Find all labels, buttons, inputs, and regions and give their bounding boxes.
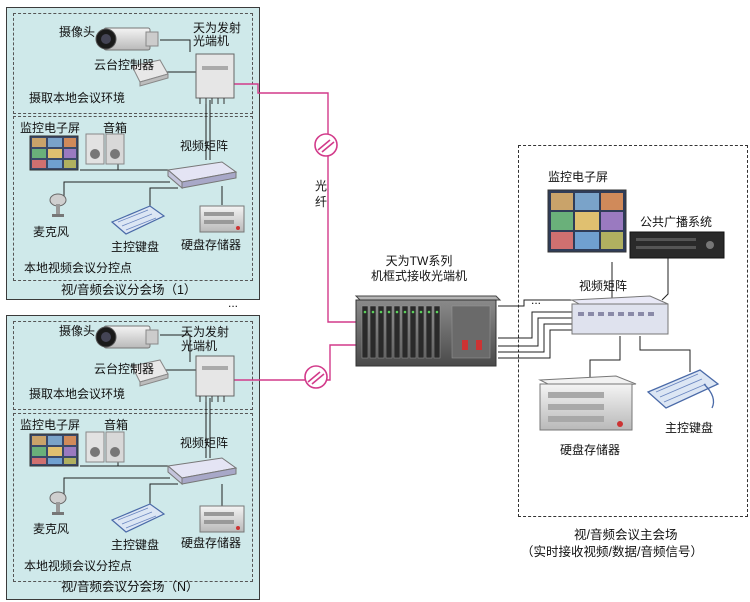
- monitor-wall-icon: [29, 433, 79, 467]
- branchn-title: 视/音频会议分会场（N）: [61, 580, 199, 594]
- camera-icon: [95, 27, 159, 51]
- main-storage-label: 硬盘存储器: [560, 443, 621, 457]
- control-area-box-n: [13, 413, 253, 582]
- branchn-mic-label: 麦克风: [33, 522, 70, 536]
- branchn-monitor-label: 监控电子屏: [20, 418, 81, 432]
- branch1-monitor-label: 监控电子屏: [20, 121, 81, 135]
- video-matrix-icon: [166, 161, 238, 190]
- branchn-keyboard-label: 主控键盘: [111, 538, 160, 552]
- branchn-ptz-label: 云台控制器: [94, 362, 155, 376]
- main-venue-box: [518, 145, 748, 517]
- main-broadcast-label: 公共广播系统: [640, 215, 713, 229]
- main-venue-title: 视/音频会议主会场: [574, 528, 678, 542]
- branchn-capture-area-label: 摄取本地会议环境: [29, 387, 126, 401]
- branch1-capture-area-label: 摄取本地会议环境: [29, 91, 126, 105]
- branch1-title: 视/音频会议分会场（1）: [61, 283, 197, 297]
- microphone-icon: [49, 491, 67, 515]
- ptz-controller-icon: [131, 359, 169, 387]
- fiber-connector-icon: [314, 133, 338, 157]
- branchn-speaker-label: 音箱: [104, 418, 129, 432]
- branch-ellipsis: ...: [228, 296, 239, 310]
- branch1-control-point-label: 本地视频会议分控点: [24, 261, 133, 275]
- branchn-matrix-label: 视频矩阵: [180, 436, 229, 450]
- receiver-to-matrix-wires: [498, 256, 691, 380]
- control-area-box-1: [13, 116, 253, 281]
- transmitter-icon: [195, 355, 235, 402]
- speaker-icon: [85, 431, 125, 463]
- main-storage-icon: [538, 375, 637, 431]
- branch1-speaker-label: 音箱: [103, 121, 128, 135]
- branchn-storage-label: 硬盘存储器: [181, 536, 242, 550]
- branch1-transmitter-label: 天为发射 光端机: [193, 21, 242, 48]
- branch1-keyboard-label: 主控键盘: [111, 240, 160, 254]
- branchn-wires: [63, 334, 223, 520]
- branch1-mic-label: 麦克风: [33, 225, 70, 239]
- branch1-matrix-label: 视频矩阵: [180, 139, 229, 153]
- main-video-matrix-icon: [570, 295, 669, 335]
- receiver-label: 天为TW系列 机框式接收光端机: [371, 254, 468, 283]
- main-venue-subtitle: （实时接收视频/数据/音频信号）: [521, 545, 703, 559]
- fiber-connector-icon: [304, 365, 328, 389]
- video-matrix-icon: [166, 457, 238, 486]
- fiber-label: 光 纤: [315, 179, 328, 209]
- broadcast-system-icon: [629, 231, 725, 259]
- keyboard-icon: [110, 503, 166, 533]
- main-monitor-label: 监控电子屏: [548, 170, 609, 184]
- ptz-controller-icon: [131, 59, 169, 87]
- capture-area-box-1: [13, 13, 253, 114]
- camera-icon: [95, 325, 159, 349]
- branch1-storage-label: 硬盘存储器: [181, 238, 242, 252]
- monitor-wall-icon: [29, 135, 79, 171]
- branch1-ptz-label: 云台控制器: [94, 58, 155, 72]
- speaker-icon: [85, 133, 125, 165]
- keyboard-icon: [110, 205, 166, 235]
- capture-area-box-n: [13, 321, 253, 410]
- fiber-line-n: [232, 344, 356, 381]
- branchn-camera-label: 摄像头: [59, 324, 96, 338]
- main-keyboard-label: 主控键盘: [665, 421, 714, 435]
- microphone-icon: [49, 193, 67, 217]
- main-monitor-wall-icon: [547, 189, 627, 253]
- main-matrix-label: 视频矩阵: [579, 279, 628, 293]
- rack-receiver-icon: [354, 295, 502, 367]
- main-keyboard-icon: [646, 369, 720, 409]
- branchn-control-point-label: 本地视频会议分控点: [24, 559, 133, 573]
- storage-icon: [199, 505, 245, 533]
- branch1-camera-label: 摄像头: [59, 25, 96, 39]
- storage-icon: [199, 205, 245, 233]
- transmitter-icon: [195, 53, 235, 104]
- fiber-line-1: [232, 83, 356, 323]
- bus-ellipsis: ...: [531, 293, 542, 307]
- branchn-transmitter-label: 天为发射 光端机: [181, 325, 230, 353]
